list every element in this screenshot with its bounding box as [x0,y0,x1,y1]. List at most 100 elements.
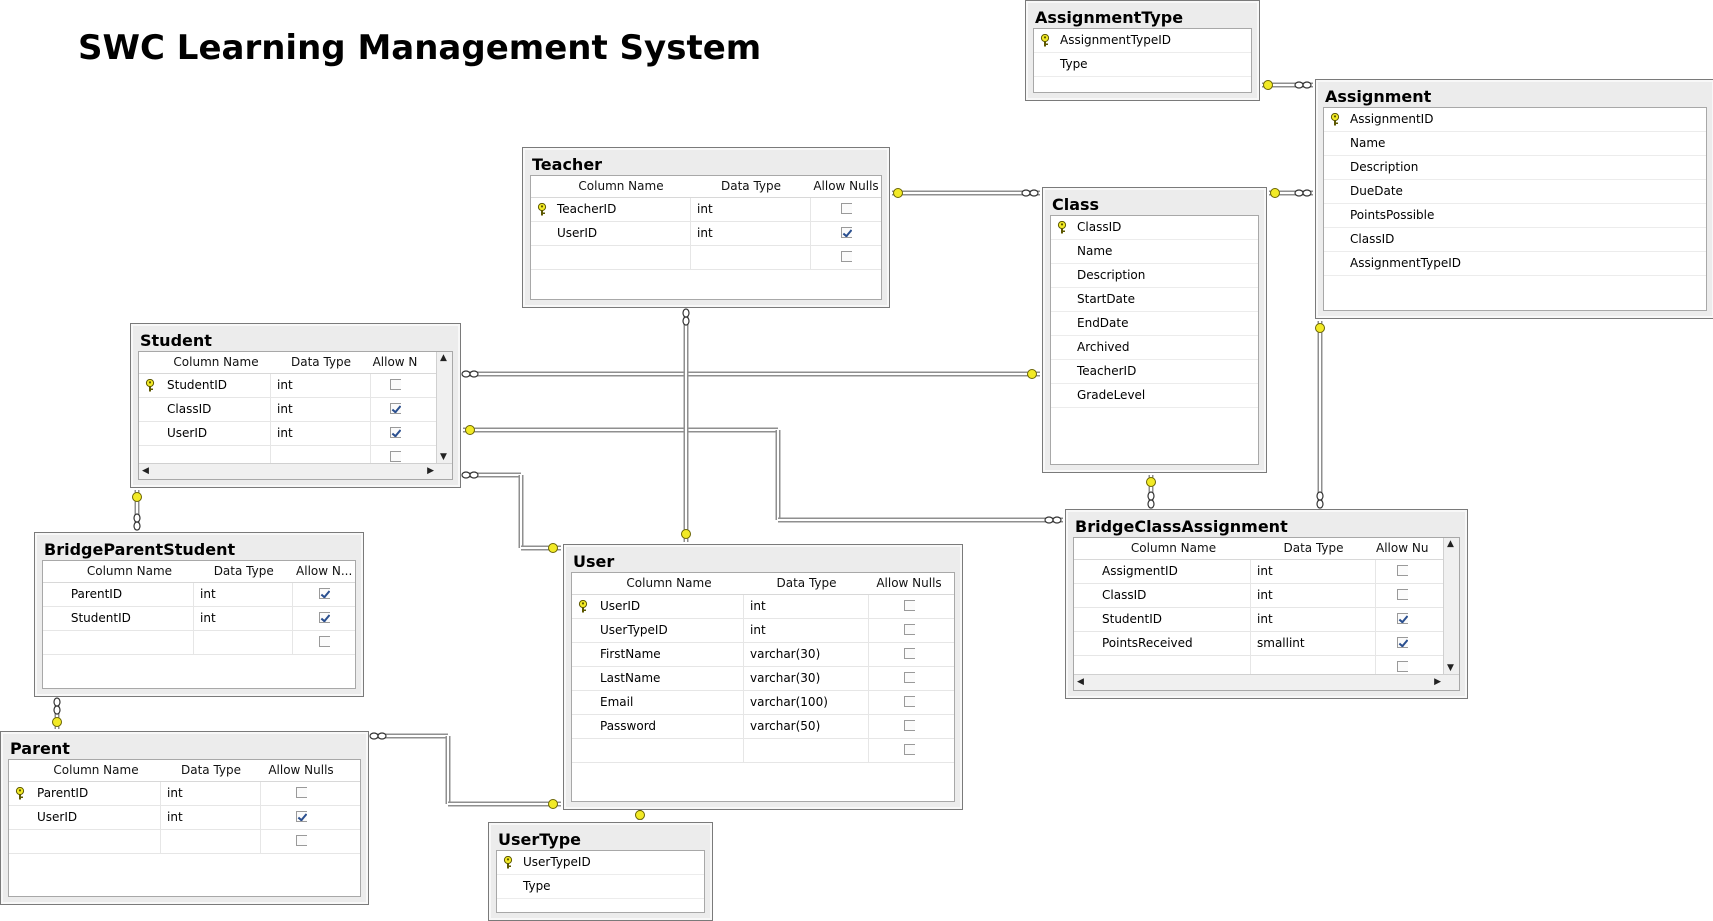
allow-nulls-checkbox[interactable] [840,227,852,238]
column-row[interactable]: Archived [1051,336,1258,360]
empty-row[interactable] [43,631,355,655]
allow-nulls-checkbox[interactable] [295,835,307,846]
horizontal-scrollbar[interactable]: ◀▶ [1074,674,1459,690]
scroll-left-icon[interactable]: ◀ [1077,677,1084,687]
allow-nulls-checkbox[interactable] [1396,589,1408,600]
column-row[interactable]: DueDate [1324,180,1706,204]
column-row[interactable]: TeacherID [1051,360,1258,384]
column-row[interactable]: AssignmentTypeID [1324,252,1706,276]
allow-nulls-checkbox[interactable] [318,588,330,599]
table-title: Teacher [532,155,603,174]
allow-nulls-checkbox[interactable] [389,451,401,462]
allow-nulls-checkbox[interactable] [1396,661,1408,672]
empty-row[interactable] [9,830,360,854]
allow-nulls-checkbox[interactable] [1396,565,1408,576]
scroll-down-icon[interactable]: ▼ [1447,663,1454,673]
allow-nulls-checkbox[interactable] [903,624,915,635]
one-end-key-icon [132,492,142,502]
allow-nulls-checkbox[interactable] [840,203,852,214]
allow-nulls-checkbox[interactable] [318,612,330,623]
column-row[interactable]: PointsPossible [1324,204,1706,228]
allow-nulls-checkbox[interactable] [903,648,915,659]
data-type [744,739,869,762]
column-row[interactable]: ClassID [1051,216,1258,240]
column-row[interactable]: GradeLevel [1051,384,1258,408]
allow-nulls-checkbox[interactable] [389,427,401,438]
diagram-title: SWC Learning Management System [78,28,762,68]
empty-row[interactable] [572,739,954,763]
row-selector [139,422,161,445]
allow-nulls-checkbox[interactable] [295,811,307,822]
column-row[interactable]: Description [1324,156,1706,180]
column-name: UserID [551,222,691,245]
column-row[interactable]: ClassID [1324,228,1706,252]
allow-nulls-checkbox[interactable] [903,600,915,611]
scroll-down-icon[interactable]: ▼ [440,452,447,462]
data-type: int [194,607,294,630]
allow-nulls-checkbox[interactable] [295,787,307,798]
column-row[interactable]: Description [1051,264,1258,288]
row-selector [1051,288,1075,311]
allow-nulls-checkbox[interactable] [1396,637,1408,648]
scroll-up-icon[interactable]: ▲ [1447,539,1454,549]
scroll-left-icon[interactable]: ◀ [142,466,149,476]
column-row[interactable]: Type [1034,53,1251,77]
allow-nulls-checkbox[interactable] [1396,613,1408,624]
vertical-scrollbar[interactable]: ▲▼ [436,352,452,464]
allow-nulls-checkbox[interactable] [903,696,915,707]
allow-nulls-checkbox[interactable] [903,672,915,683]
column-name: UserID [594,595,744,618]
scroll-right-icon[interactable]: ▶ [427,466,434,476]
column-row[interactable]: AssignmentTypeID [1034,29,1251,53]
empty-row[interactable] [531,246,881,270]
allow-nulls-cell [811,246,881,269]
column-row[interactable]: Type [497,875,704,899]
column-row[interactable]: StartDate [1051,288,1258,312]
column-row[interactable]: EndDate [1051,312,1258,336]
one-end-key-icon [893,188,903,198]
allow-nulls-checkbox[interactable] [903,720,915,731]
column-row[interactable]: Name [1324,132,1706,156]
vertical-scrollbar[interactable]: ▲▼ [1443,538,1459,675]
allow-nulls-checkbox[interactable] [389,379,401,390]
allow-nulls-checkbox[interactable] [840,251,852,262]
scroll-right-icon[interactable]: ▶ [1434,677,1441,687]
allow-nulls-checkbox[interactable] [903,744,915,755]
column-row[interactable]: AssignmentID [1324,108,1706,132]
scroll-up-icon[interactable]: ▲ [440,353,447,363]
column-row[interactable]: UserTypeID [497,851,704,875]
allow-nulls-checkbox[interactable] [318,636,330,647]
column-row[interactable]: Name [1051,240,1258,264]
allow-nulls-checkbox[interactable] [389,403,401,414]
horizontal-scrollbar[interactable]: ◀▶ [139,463,452,479]
